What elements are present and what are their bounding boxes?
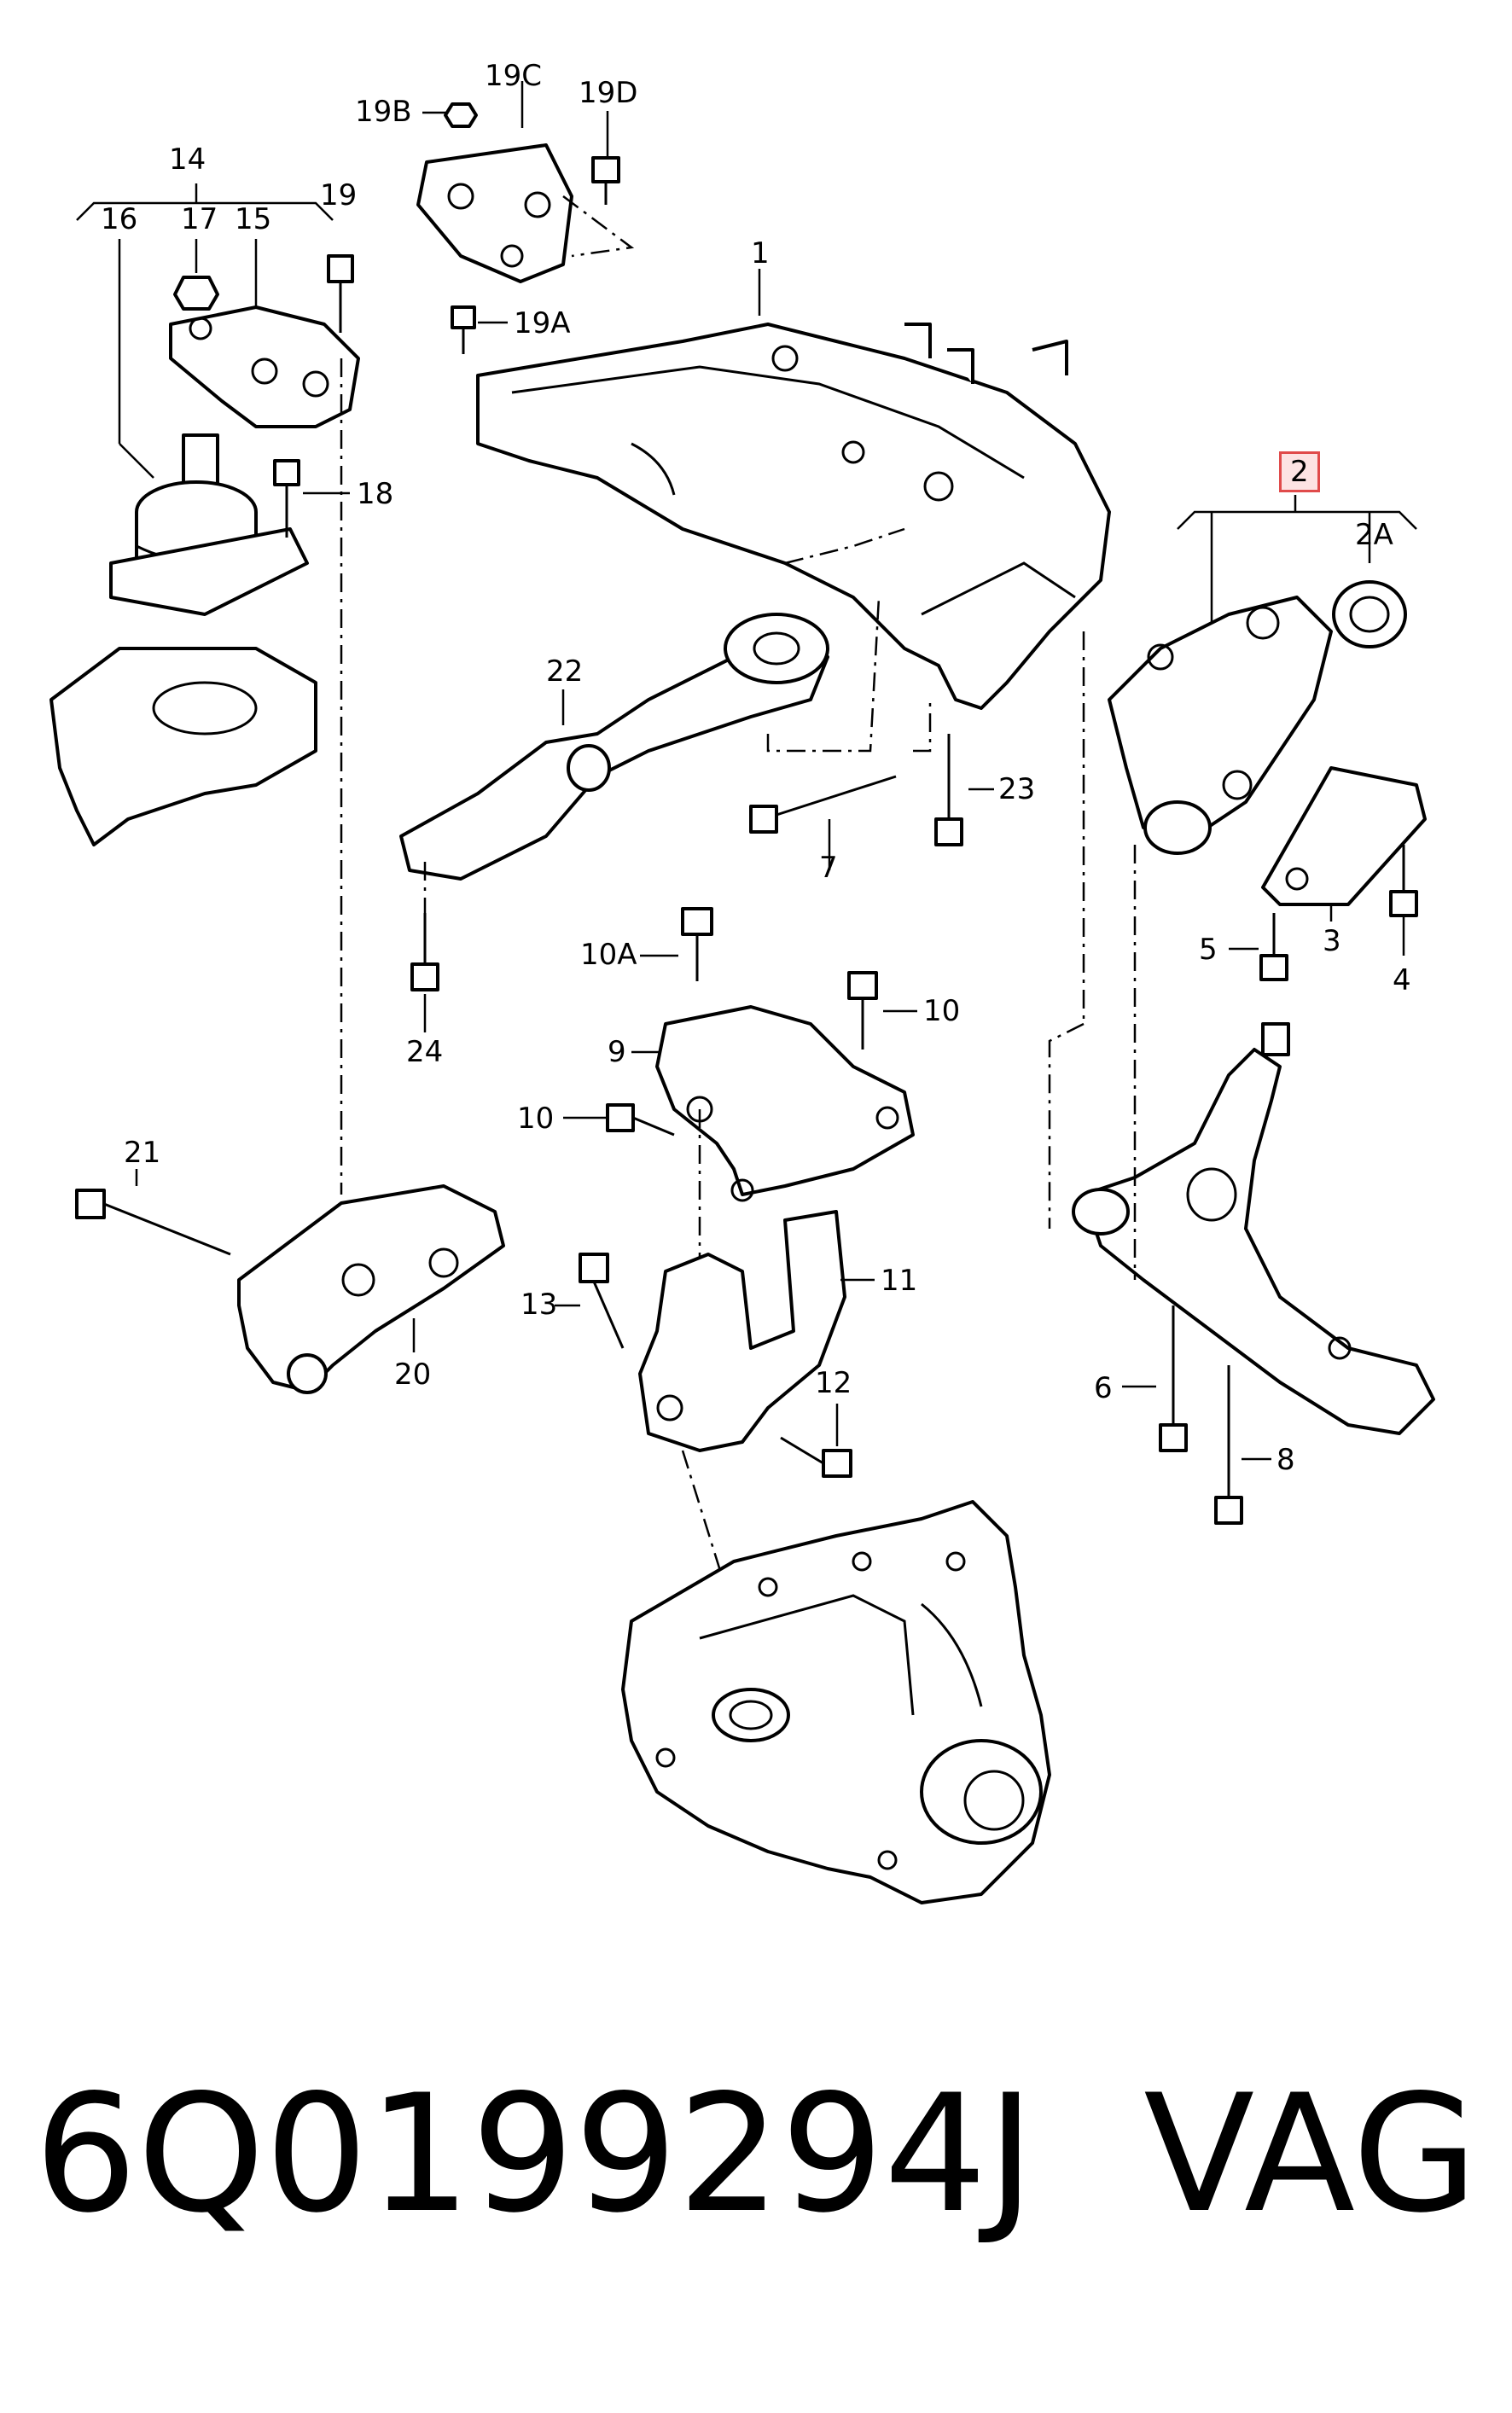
gearbox-mount-assembly [563,907,917,1280]
callout-7: 7 [819,851,838,885]
wishbone-bracket-assembly [1108,495,1427,981]
callout-9: 9 [608,1035,626,1069]
callout-5: 5 [1199,933,1218,967]
callout-3: 3 [1323,924,1341,958]
engine-mount-assembly [49,183,360,1195]
callout-23: 23 [998,772,1036,806]
callout-19A: 19A [514,306,571,340]
callout-19: 19 [320,178,358,212]
callout-22: 22 [546,654,584,689]
callout-10-left: 10 [517,1102,555,1136]
callout-20: 20 [394,1358,432,1392]
callout-6: 6 [1094,1371,1113,1405]
callout-11: 11 [881,1264,918,1298]
callout-1: 1 [751,236,770,270]
lower-control-arm [1048,631,1435,1525]
subframe [476,269,1111,710]
gearbox-bracket-assembly [555,1210,875,1588]
callout-15: 15 [235,202,272,236]
callout-21: 21 [124,1136,161,1170]
brand-name: VAG [1143,2060,1478,2248]
torque-support-assembly [399,527,994,1032]
callout-8: 8 [1276,1443,1295,1477]
engine-support-bracket [75,1169,505,1394]
callout-2-highlighted: 2 [1279,451,1320,492]
callout-14: 14 [169,142,206,177]
callout-19D: 19D [579,76,638,110]
callout-24: 24 [406,1035,444,1069]
bracket-19-group [416,81,635,354]
callout-12: 12 [815,1366,852,1400]
callout-10-right: 10 [923,994,961,1028]
callout-17: 17 [181,202,218,236]
callout-19B: 19B [355,95,412,129]
callout-16: 16 [101,202,138,236]
callout-4: 4 [1393,963,1411,997]
callout-2A: 2A [1355,518,1393,552]
callout-19C: 19C [485,59,543,93]
gearbox-housing [621,1500,1051,1904]
callout-18: 18 [357,477,394,511]
footer: 6Q0199294J VAG [34,2073,1478,2346]
callout-10A: 10A [580,938,637,972]
part-number: 6Q0199294J [34,2060,1035,2248]
callout-13: 13 [520,1288,558,1322]
